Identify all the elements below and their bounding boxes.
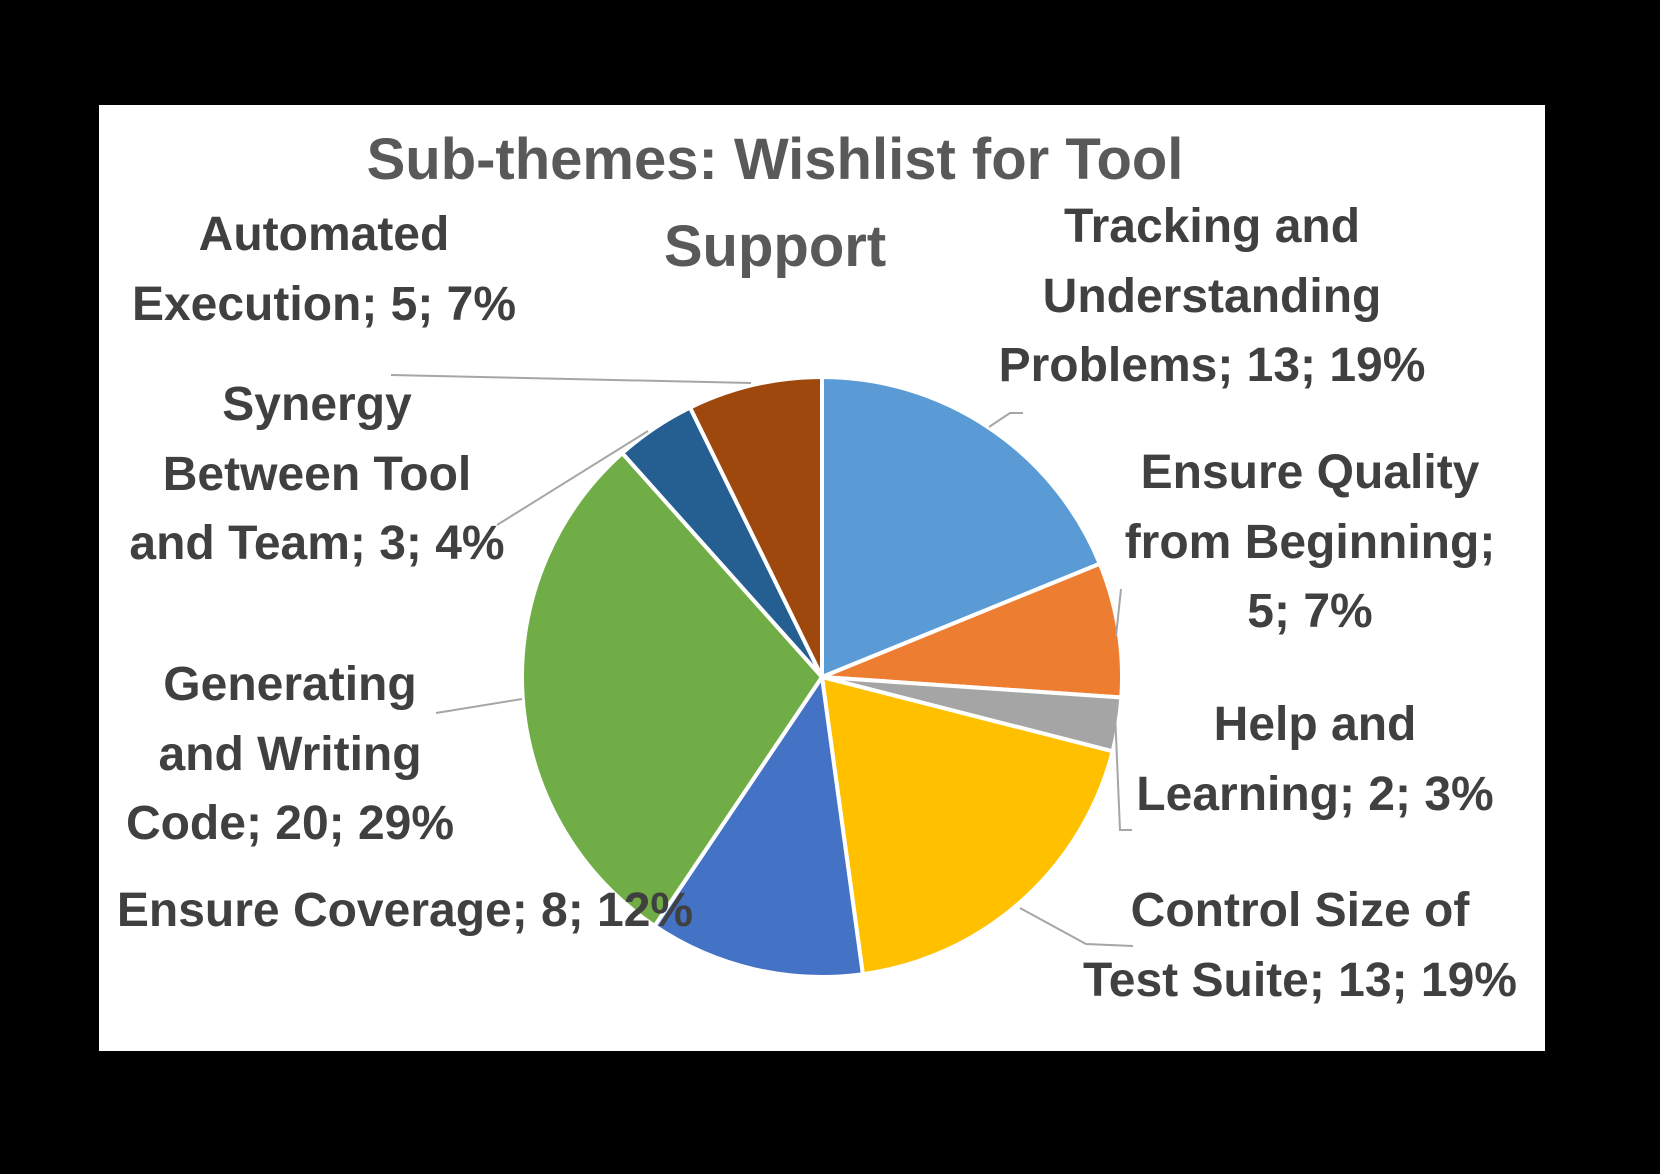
leader-line-tracking (988, 412, 1023, 428)
pie-label-control-size: Control Size of Test Suite; 13; 19% (1083, 884, 1517, 1007)
chart-title: Sub-themes: Wishlist for Tool Support (366, 127, 1184, 279)
leader-line-generating (435, 698, 523, 714)
pie-label-ensure-quality: Ensure Quality from Beginning; 5; 7% (1124, 446, 1496, 639)
pie-slice-ensure_quality (820, 561, 1124, 700)
leader-line-ensure_quality (1115, 588, 1122, 637)
pie-slice-generating (520, 451, 824, 928)
pie-slice-control_size (820, 675, 1115, 977)
pie-label-synergy: Synergy Between Tool and Team; 3; 4% (129, 378, 505, 571)
pie-slice-automated (688, 375, 824, 679)
leader-line-automated (390, 374, 752, 384)
pie-label-ensure-coverage: Ensure Coverage; 8; 12% (116, 884, 694, 937)
pie-label-help-and-learning: Help and Learning; 2; 3% (1136, 698, 1494, 821)
pie-label-tracking: Tracking and Understanding Problems; 13;… (998, 200, 1426, 393)
leader-line-synergy (496, 430, 649, 526)
pie-label-generating: Generating and Writing Code; 20; 29% (125, 658, 455, 851)
pie-slice-tracking (820, 375, 1102, 679)
pie-label-automated: Automated Execution; 5; 7% (131, 208, 517, 331)
pie-slice-ensure_coverage (652, 675, 865, 980)
leader-line-control_size (1019, 907, 1134, 947)
leader-line-help_learning (1114, 711, 1132, 831)
